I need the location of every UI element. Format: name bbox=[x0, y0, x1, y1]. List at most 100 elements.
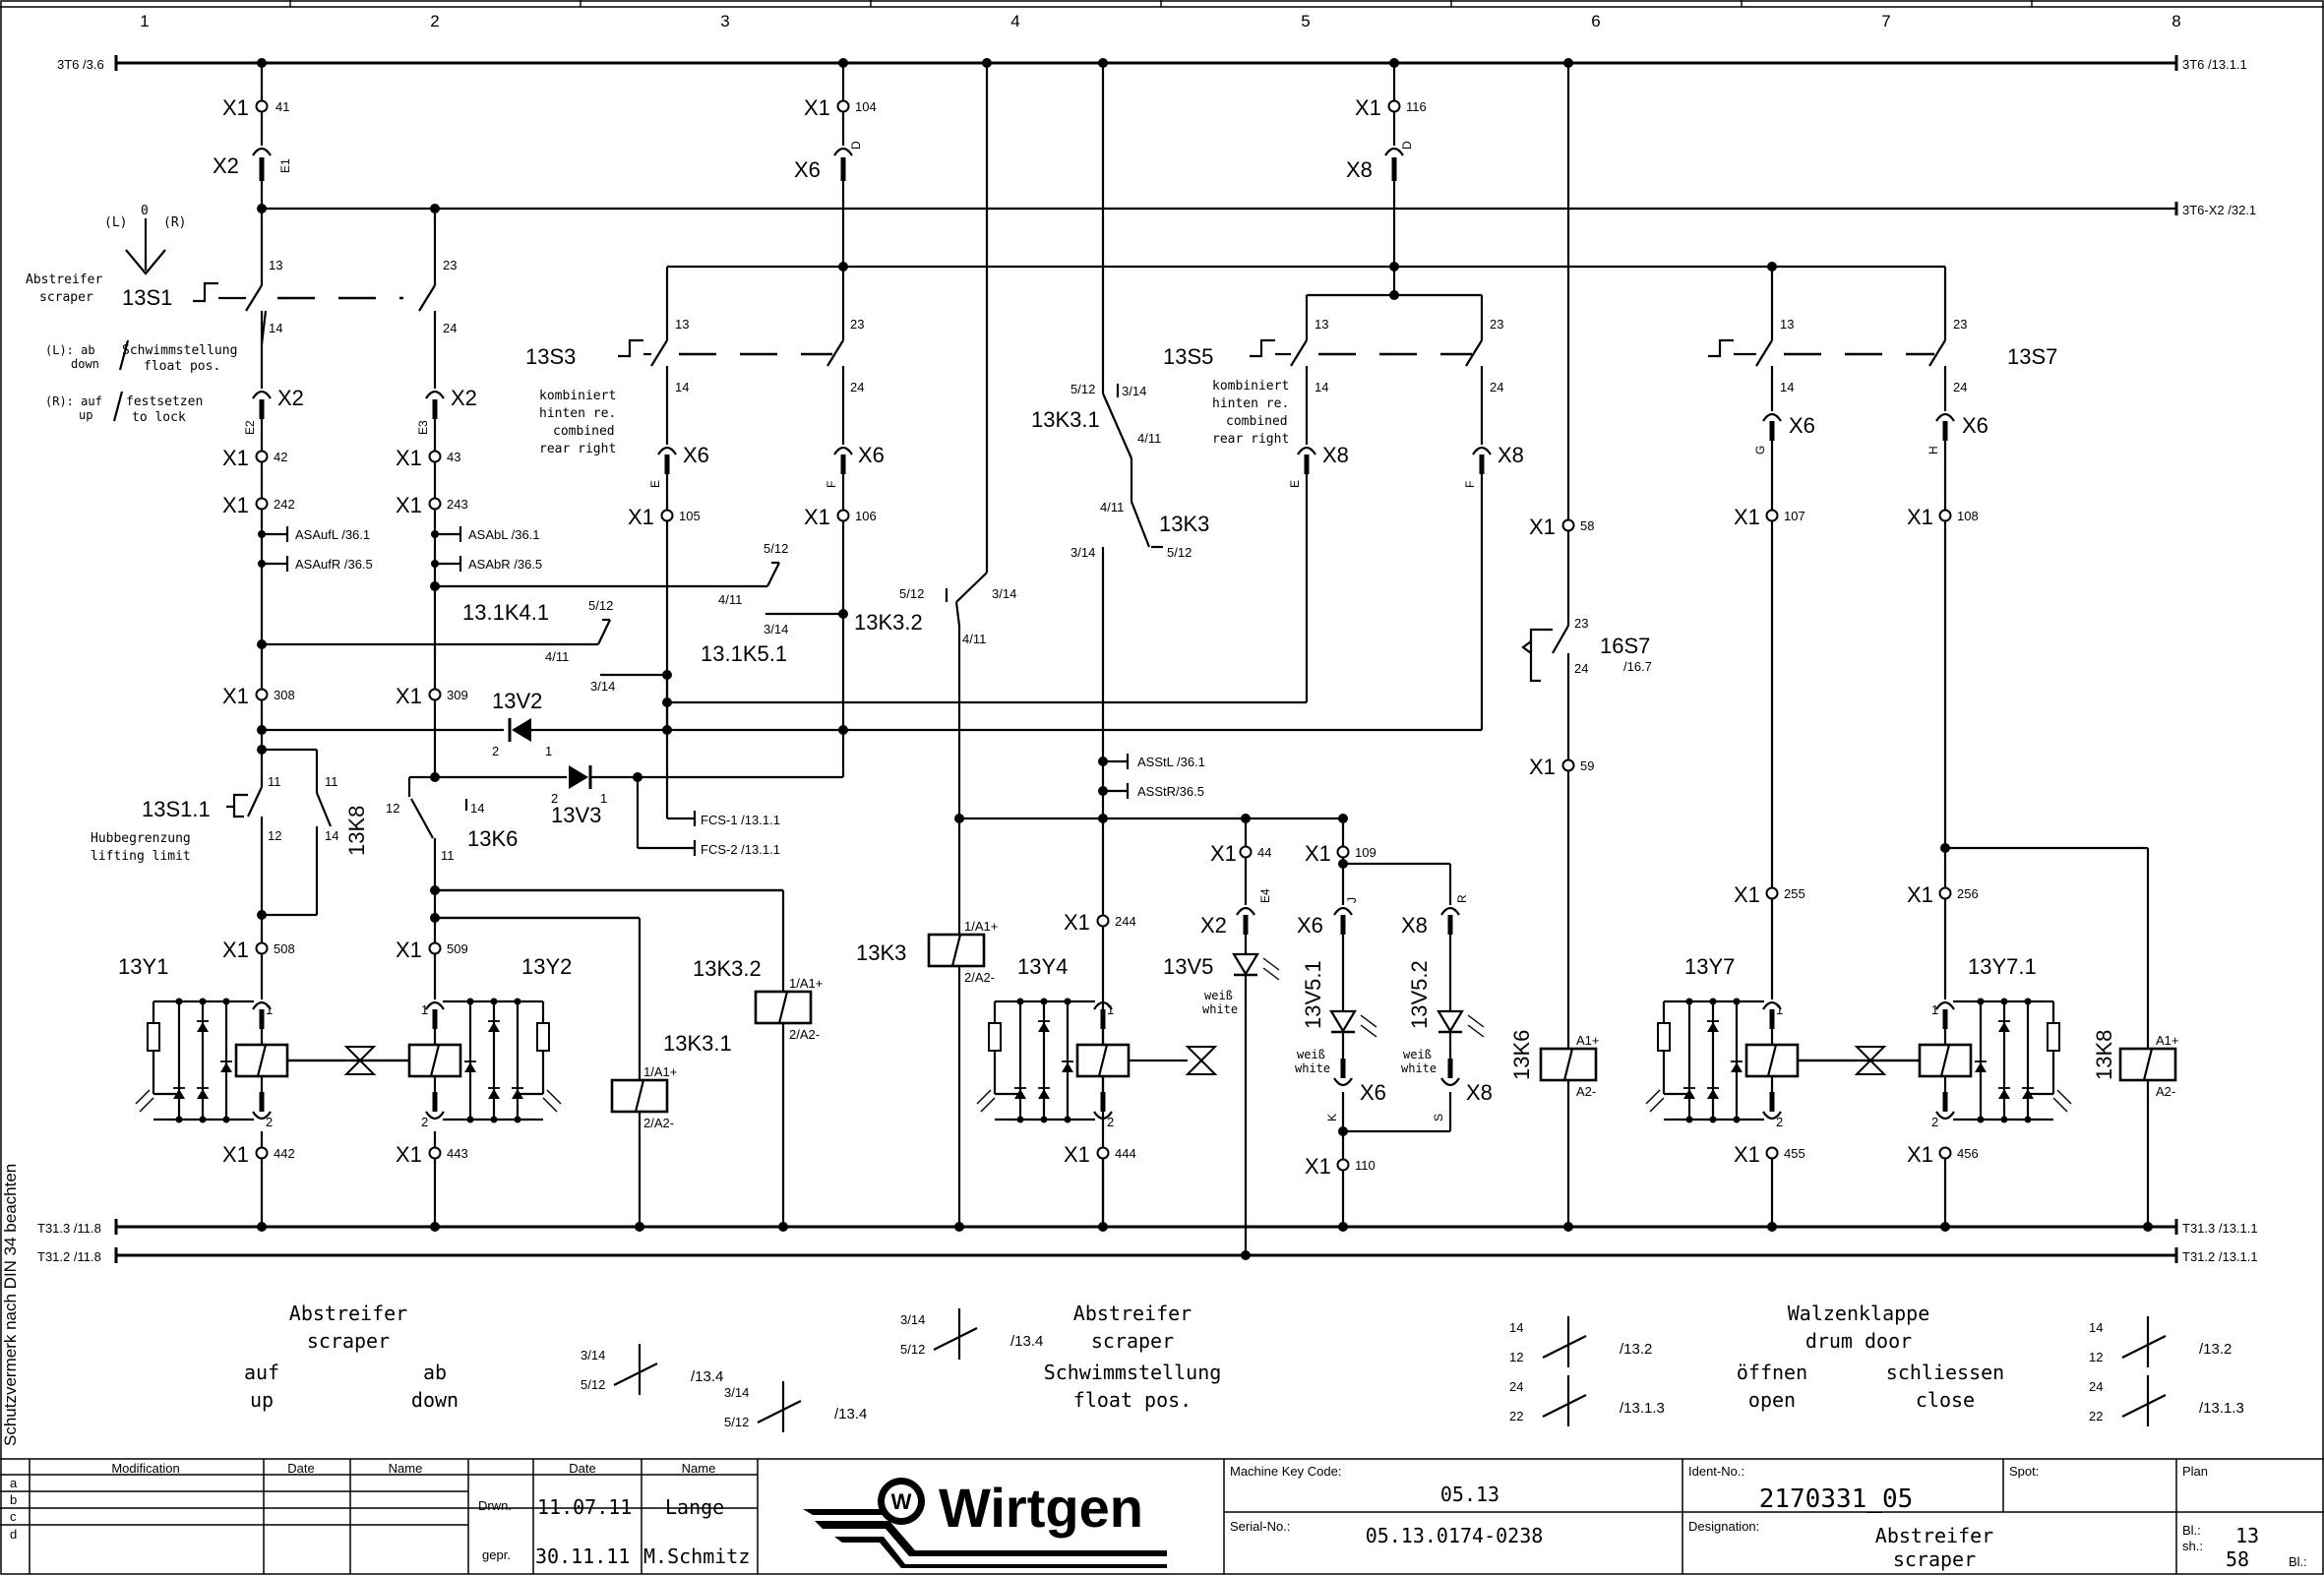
svg-text:Abstreifer: Abstreifer bbox=[26, 273, 102, 287]
label-13y1: 13Y1 bbox=[118, 954, 168, 979]
svg-text:13K8: 13K8 bbox=[344, 806, 369, 856]
svg-text:13K6: 13K6 bbox=[467, 826, 518, 851]
svg-text:3/14: 3/14 bbox=[590, 679, 615, 694]
svg-text:scraper: scraper bbox=[307, 1329, 390, 1353]
svg-text:X2: X2 bbox=[213, 153, 239, 178]
svg-text:42: 42 bbox=[274, 450, 287, 464]
cross-reference-area: Abstreifer scraper auf up ab down Abstre… bbox=[244, 1302, 2244, 1432]
svg-text:242: 242 bbox=[274, 497, 295, 512]
svg-text:X1: X1 bbox=[1907, 882, 1933, 907]
svg-text:442: 442 bbox=[274, 1146, 295, 1161]
svg-text:13: 13 bbox=[1315, 317, 1328, 332]
svg-text:X6: X6 bbox=[1789, 413, 1815, 438]
svg-text:b: b bbox=[10, 1492, 17, 1507]
contacts-13-1k: 5/12 4/11 13.1K4.1 5/12 4/11 3/14 13.1K5… bbox=[262, 541, 842, 730]
svg-text:X1: X1 bbox=[1305, 841, 1331, 866]
svg-text:11.07.11: 11.07.11 bbox=[537, 1495, 632, 1519]
svg-text:scraper: scraper bbox=[1893, 1547, 1976, 1571]
svg-text:/13.4: /13.4 bbox=[691, 1368, 723, 1385]
svg-text:X1: X1 bbox=[222, 684, 249, 708]
svg-text:(L): (L) bbox=[104, 215, 127, 230]
svg-text:24: 24 bbox=[1574, 661, 1588, 676]
svg-text:kombiniert: kombiniert bbox=[1212, 379, 1289, 394]
svg-text:05.13.0174-0238: 05.13.0174-0238 bbox=[1366, 1524, 1544, 1547]
svg-text:(R): (R) bbox=[163, 215, 186, 230]
coil-13k3-2: 13K3.2 1/A1+ 2/A2- bbox=[435, 888, 823, 1227]
svg-text:Bl.:: Bl.: bbox=[2182, 1523, 2201, 1538]
svg-text:ab: ab bbox=[423, 1361, 447, 1384]
svg-text:a: a bbox=[10, 1476, 18, 1490]
svg-text:schliessen: schliessen bbox=[1886, 1361, 2004, 1384]
svg-text:E2: E2 bbox=[243, 420, 257, 435]
svg-text:K: K bbox=[1325, 1114, 1339, 1121]
svg-text:kombiniert: kombiniert bbox=[539, 389, 616, 403]
column-number: 3 bbox=[720, 12, 729, 30]
label-13y7-1: 13Y7.1 bbox=[1968, 954, 2037, 979]
svg-text:ASAbL /36.1: ASAbL /36.1 bbox=[468, 527, 540, 542]
svg-text:107: 107 bbox=[1784, 509, 1805, 523]
svg-text:X1: X1 bbox=[222, 95, 249, 120]
svg-text:3/14: 3/14 bbox=[1070, 545, 1095, 560]
svg-text:22: 22 bbox=[2089, 1409, 2103, 1424]
svg-text:Date: Date bbox=[569, 1461, 595, 1476]
svg-text:12: 12 bbox=[1509, 1350, 1523, 1364]
svg-text:23: 23 bbox=[850, 317, 864, 332]
column-number: 4 bbox=[1010, 12, 1019, 30]
svg-text:X1: X1 bbox=[1907, 1142, 1933, 1167]
svg-text:öffnen: öffnen bbox=[1737, 1361, 1807, 1384]
svg-text:Lange: Lange bbox=[665, 1495, 724, 1519]
svg-text:14: 14 bbox=[325, 828, 338, 843]
svg-text:24: 24 bbox=[1509, 1379, 1523, 1394]
svg-text:5/12: 5/12 bbox=[1070, 382, 1095, 396]
svg-text:X8: X8 bbox=[1322, 443, 1349, 467]
svg-text:13.1K4.1: 13.1K4.1 bbox=[462, 600, 549, 625]
svg-text:3/14: 3/14 bbox=[992, 586, 1016, 601]
svg-text:3/14: 3/14 bbox=[581, 1348, 605, 1363]
svg-text:X8: X8 bbox=[1346, 157, 1373, 182]
svg-text:1: 1 bbox=[1107, 1002, 1114, 1017]
svg-text:X1: X1 bbox=[222, 446, 249, 470]
svg-text:58: 58 bbox=[1580, 518, 1594, 533]
svg-text:2170331_05: 2170331_05 bbox=[1759, 1484, 1914, 1514]
svg-text:X1: X1 bbox=[222, 493, 249, 517]
svg-text:weiß: weiß bbox=[1403, 1048, 1432, 1061]
svg-text:444: 444 bbox=[1115, 1146, 1136, 1161]
svg-text:1: 1 bbox=[1776, 1002, 1783, 1017]
svg-text:0: 0 bbox=[141, 204, 149, 218]
svg-text:256: 256 bbox=[1957, 886, 1979, 901]
label-13y4: 13Y4 bbox=[1017, 954, 1068, 979]
svg-text:22: 22 bbox=[1509, 1409, 1523, 1424]
column-number: 8 bbox=[2171, 12, 2180, 30]
svg-text:104: 104 bbox=[855, 99, 877, 114]
rail-label: T31.2 /13.1.1 bbox=[2182, 1249, 2258, 1264]
svg-text:3/14: 3/14 bbox=[724, 1385, 749, 1400]
svg-text:24: 24 bbox=[850, 380, 864, 394]
svg-text:white: white bbox=[1202, 1002, 1238, 1016]
svg-text:455: 455 bbox=[1784, 1146, 1805, 1161]
svg-text:13S7: 13S7 bbox=[2007, 344, 2057, 369]
rail-label: T31.3 /11.8 bbox=[37, 1221, 101, 1236]
svg-text:13.1K5.1: 13.1K5.1 bbox=[701, 641, 787, 666]
svg-text:14: 14 bbox=[2089, 1320, 2103, 1335]
plug-x2-e1 bbox=[252, 147, 272, 156]
svg-text:X8: X8 bbox=[1466, 1080, 1493, 1105]
svg-text:Abstreifer: Abstreifer bbox=[289, 1302, 407, 1325]
svg-text:X6: X6 bbox=[858, 443, 885, 467]
column-number: 7 bbox=[1881, 12, 1890, 30]
svg-text:Designation:: Designation: bbox=[1688, 1519, 1759, 1534]
svg-text:E1: E1 bbox=[278, 158, 292, 173]
svg-text:109: 109 bbox=[1355, 845, 1376, 860]
svg-text:X1: X1 bbox=[1305, 1154, 1331, 1179]
svg-text:13K3.1: 13K3.1 bbox=[1031, 407, 1100, 432]
rail-label: 3T6 /3.6 bbox=[57, 57, 104, 72]
svg-text:13V5.1: 13V5.1 bbox=[1301, 960, 1325, 1029]
solenoid-valve bbox=[1861, 998, 2072, 1123]
label-13y7: 13Y7 bbox=[1684, 954, 1735, 979]
svg-text:X2: X2 bbox=[451, 386, 477, 410]
diodes-13v2-13v3: 13V2 2 1 13V3 2 1 FCS-2 /13.1.1 bbox=[262, 689, 1482, 857]
svg-text:d: d bbox=[10, 1527, 17, 1542]
svg-text:/13.1.3: /13.1.3 bbox=[2199, 1400, 2244, 1417]
svg-text:/16.7: /16.7 bbox=[1623, 659, 1652, 674]
